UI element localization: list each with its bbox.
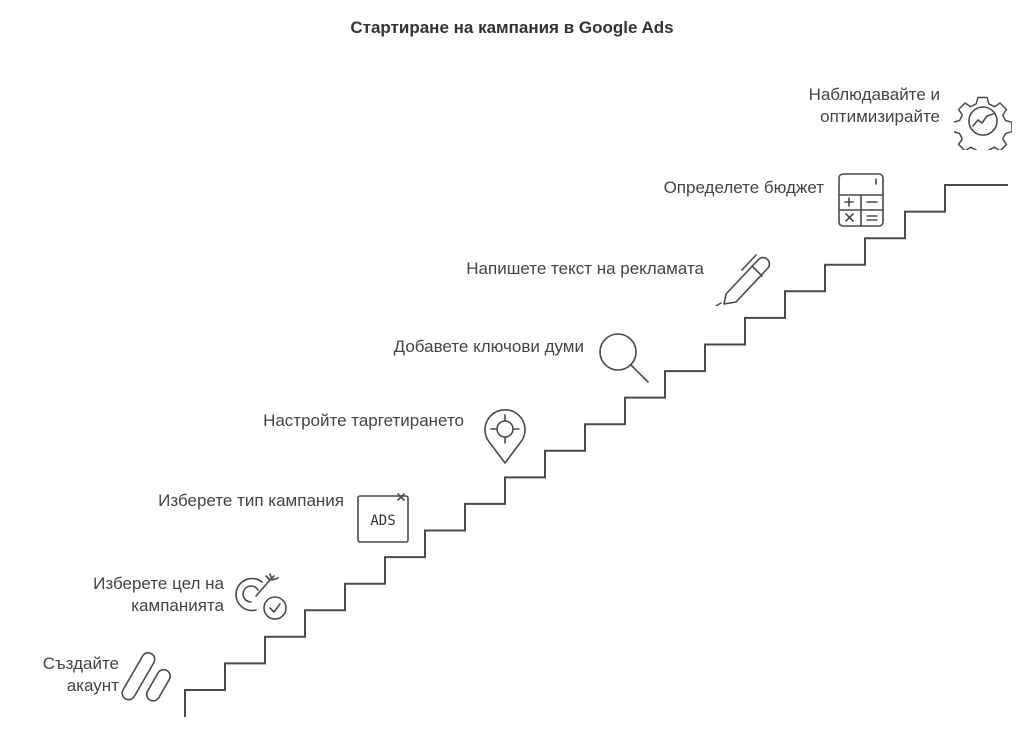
- location-target-icon: [484, 409, 526, 464]
- step-label-keywords: Добавете ключови думи: [393, 337, 584, 356]
- step-label-targeting: Настройте таргетирането: [263, 411, 464, 430]
- magnifier-icon: [599, 333, 649, 383]
- google-ads-logo-icon: [121, 652, 171, 702]
- ads-window-icon: ADS: [357, 493, 409, 543]
- pen-icon: [715, 254, 771, 306]
- step-label-campaign-type: Изберете тип кампания: [158, 491, 344, 510]
- step-label-create-account: Създайте акаунт: [42, 654, 119, 695]
- step-label-ad-text: Напишете текст на рекламата: [466, 259, 704, 278]
- svg-text:ADS: ADS: [370, 513, 395, 529]
- calculator-icon: [838, 173, 884, 227]
- diagram-title: Стартиране на кампания в Google Ads: [350, 18, 674, 37]
- gear-chart-icon: [954, 96, 1012, 150]
- target-check-icon: [235, 573, 287, 620]
- step-label-monitor-optimize: Наблюдавайте и оптимизирайте: [808, 85, 940, 126]
- step-label-budget: Определете бюджет: [663, 178, 824, 197]
- step-label-campaign-goal: Изберете цел на кампанията: [93, 574, 224, 615]
